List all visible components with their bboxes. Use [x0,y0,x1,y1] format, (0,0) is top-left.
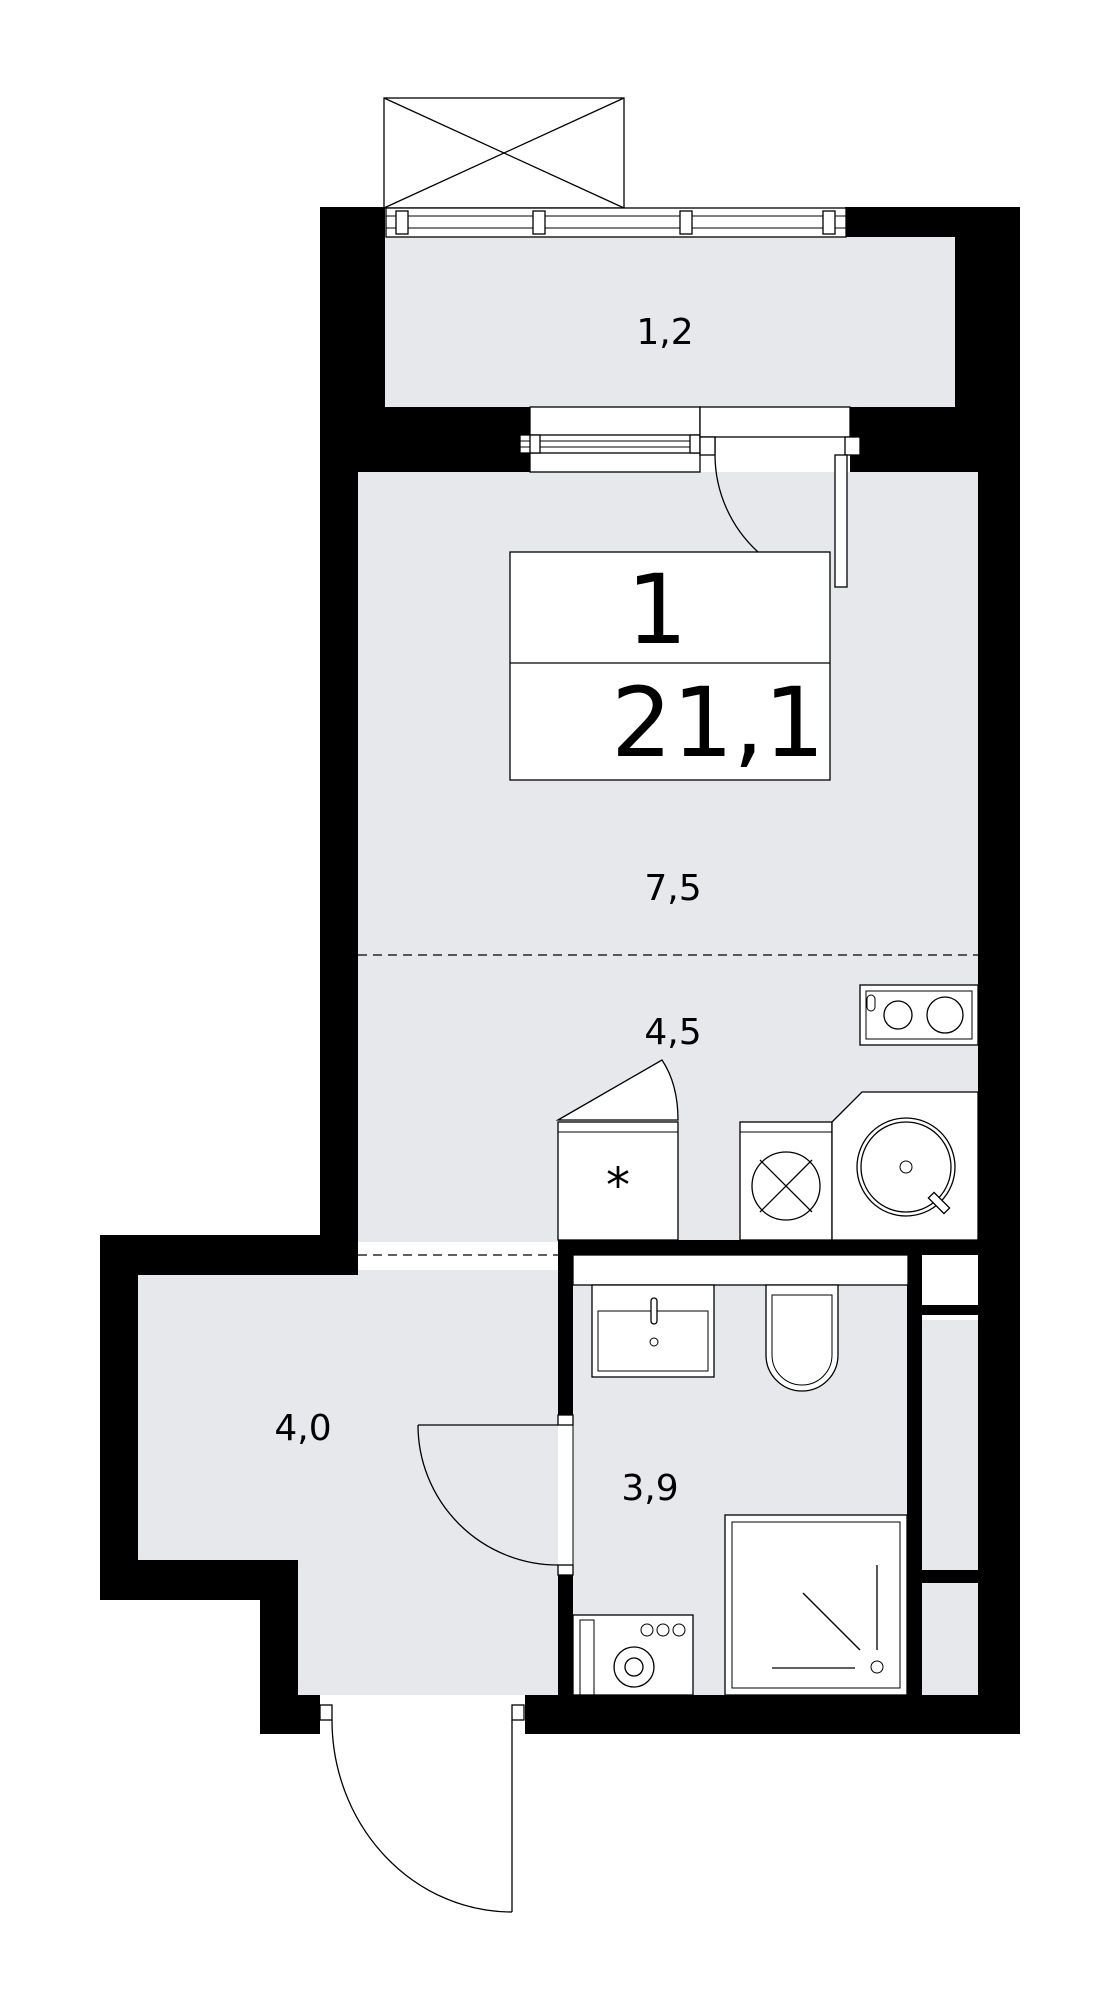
wall-hall-left [100,1235,138,1600]
wall-balcony-living-right [850,407,1020,472]
balcony-structure [383,97,861,588]
bathroom-area-label: 3,9 [621,1468,678,1509]
wall-hall-top [100,1235,358,1275]
bathroom-fixtures [572,1254,909,1696]
wall-living-left [320,472,358,1272]
info-box-frame [509,551,831,781]
bathroom-door-swing [417,1424,559,1566]
wall-shaft-left [907,1255,922,1695]
apartment-info-box: 1 21,1 [509,551,831,781]
hall-floor [138,1270,558,1562]
wall-bathroom-top [558,1240,978,1255]
washbasin-icon [591,1284,715,1378]
wall-entrance-left [260,1695,320,1734]
balcony-area-label: 1,2 [636,312,693,353]
balcony-railing [385,207,847,238]
balcony-floor [385,237,955,407]
balcony-door-leaf [834,454,848,588]
wall-bathroom-left-upper [558,1240,573,1415]
fridge-icon: * [555,1059,679,1241]
shower-tray-icon [724,1514,908,1696]
wall-right-main [978,472,1020,1734]
hall-area-label: 4,0 [274,1408,331,1449]
cooktop-icon [859,984,979,1046]
shaft-floor [922,1320,978,1695]
kitchen-fixtures: * [555,984,979,1241]
toilet-icon [765,1284,839,1392]
bathroom-shelf [572,1254,909,1286]
wall-shaft-divider-2 [907,1570,978,1583]
doors [319,1414,574,1913]
wall-shaft-divider-1 [907,1305,978,1315]
wall-balcony-living-left [320,407,530,472]
wall-bottom-right [525,1695,1020,1734]
living-area-label: 7,5 [644,868,701,909]
wall-bathroom-left-lower [558,1575,573,1695]
washing-machine-icon [572,1614,694,1696]
kitchen-area-label: 4,5 [644,1012,701,1053]
oven-icon [739,1121,833,1241]
hall-floor-lower [298,1560,558,1695]
svg-text:*: * [606,1158,630,1214]
rooms-count: 1 [626,554,687,666]
kitchen-sink-icon [831,1091,979,1241]
entrance-door-swing [331,1719,513,1913]
balcony-door-swing [714,454,759,553]
balcony-door-frame [699,406,851,438]
total-area: 21,1 [611,667,825,779]
walls [100,207,1020,1734]
